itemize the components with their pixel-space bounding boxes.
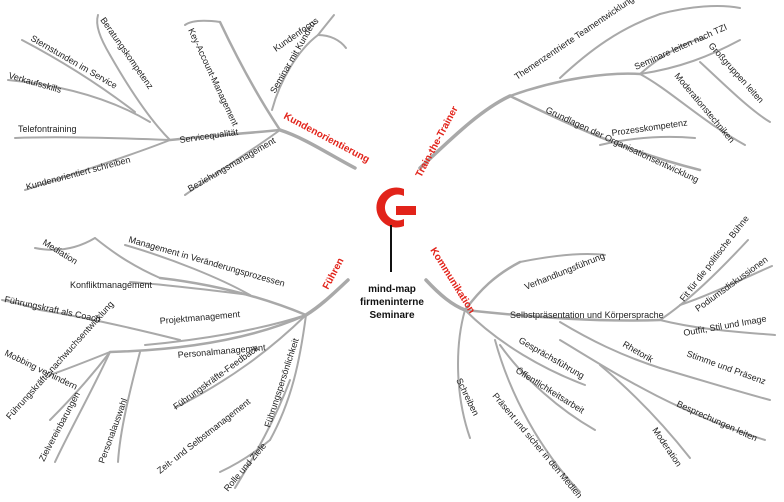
label-konfliktmanagement: Konfliktmanagement (70, 280, 153, 290)
label-projektmanagement: Projektmanagement (159, 309, 241, 326)
label-verhandlungsfuehrung: Verhandlungsführung (523, 251, 606, 292)
logo-bar (396, 206, 416, 215)
label-servicequalitaet: Servicequalität (179, 127, 239, 145)
label-grundlagen-organisationsentwicklung: Grundlagen der Organisationsentwicklung (544, 105, 700, 185)
main-label-train-the-trainer: Train-the-Trainer (414, 104, 461, 179)
branch-kundenorientierung (7, 14, 357, 196)
label-themenzentrierte-teamentwicklung: Themenzentrierte Teamentwicklung (513, 0, 636, 82)
label-prozesskompetenz: Prozesskompetenz (611, 117, 689, 138)
branch-fuehren (1, 237, 350, 489)
label-verkaufsskills: Verkaufsskills (7, 70, 63, 95)
label-stimme: Stimme und Präsenz (685, 348, 767, 386)
label-besprechungen: Besprechungen leiten (675, 399, 759, 444)
center-title-line-3: Seminare (369, 310, 414, 321)
branch-kommunikation (424, 239, 776, 493)
label-telefontraining: Telefontraining (18, 124, 77, 134)
main-label-kundenorientierung: Kundenorientierung (282, 111, 372, 166)
label-mediation: Mediation (41, 237, 79, 266)
branches (1, 5, 776, 493)
label-fuehrungskraft-coach: Führungskraft als Coach (4, 294, 102, 324)
center-title-line-2: firmeninterne (360, 297, 424, 308)
label-beziehungsmanagement: Beziehungsmanagement (186, 135, 278, 194)
branch-train-the-trainer (418, 5, 771, 172)
label-moderationstechniken: Moderationstechniken (672, 71, 736, 145)
center-title-line-1: mind-map (368, 284, 416, 295)
label-personalauswahl: Personalauswahl (96, 397, 129, 465)
label-selbstpraesentation: Selbstpräsentation und Körpersprache (510, 310, 664, 320)
center-logo (376, 187, 416, 272)
label-schreiben: Schreiben (454, 376, 481, 417)
label-kundenorientiert-schreiben: Kundenorientiert schreiben (25, 154, 132, 192)
red-g-logo-icon (376, 187, 404, 228)
label-key-account: Key-Account-Management (186, 27, 240, 128)
